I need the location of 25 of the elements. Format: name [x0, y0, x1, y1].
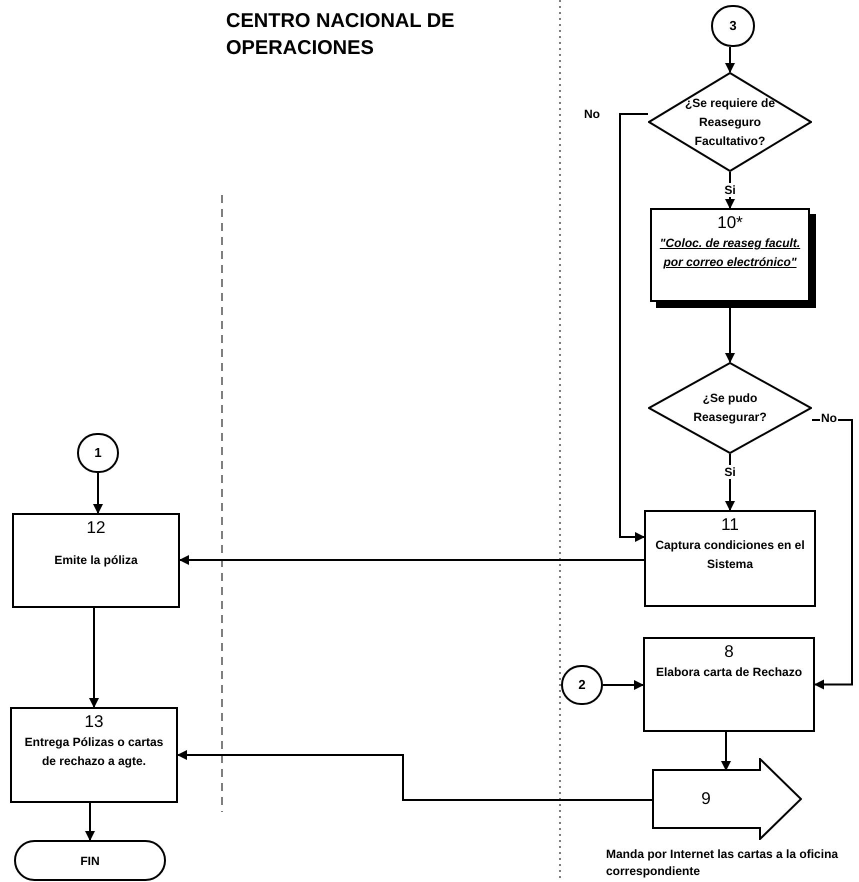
- edge-label: Si: [723, 465, 737, 479]
- arrow: [812, 419, 853, 690]
- edge-label: No: [583, 107, 601, 121]
- arrow: [725, 47, 735, 73]
- title: CENTRO NACIONAL DE OPERACIONES: [226, 9, 456, 61]
- terminator: FIN: [14, 840, 166, 881]
- arrow: [725, 454, 735, 511]
- decision-diamond: ¿Se pudo Reasegurar?: [648, 362, 812, 454]
- process-box: 13 Entrega Pólizas o cartas de rechazo a agte.: [10, 707, 178, 803]
- arrow-shape: 9: [652, 758, 802, 840]
- process-box: 8 Elabora carta de Rechazo: [643, 637, 815, 732]
- decision-diamond: ¿Se requiere de Reaseguro Facultativo?: [648, 72, 812, 172]
- process-box: 11 Captura condiciones en el Sistema: [644, 510, 816, 607]
- arrow: [721, 732, 731, 771]
- arrow: [93, 473, 103, 514]
- arrow: [177, 750, 652, 801]
- arrow: [85, 803, 95, 841]
- arrow: [619, 113, 648, 542]
- process-box: 12 Emite la póliza: [12, 513, 180, 608]
- edge-label: Si: [723, 183, 737, 197]
- edge-label: No: [820, 411, 838, 425]
- arrow: [179, 555, 644, 565]
- arrow: [603, 680, 644, 690]
- step-caption: Manda por Internet las cartas a la oficina correspondiente: [606, 846, 840, 880]
- arrow: [89, 608, 99, 708]
